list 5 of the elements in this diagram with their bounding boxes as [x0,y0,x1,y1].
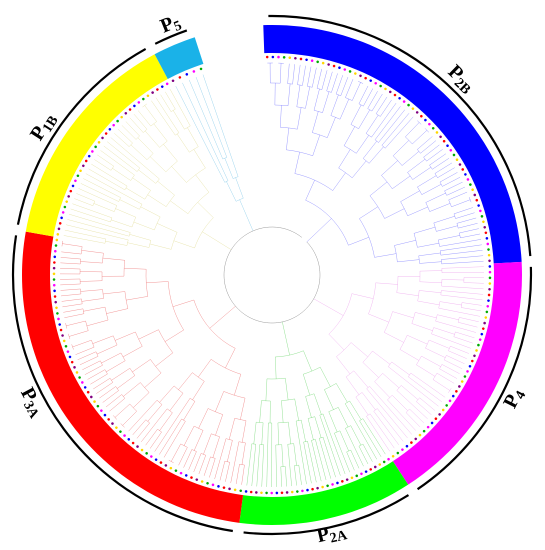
clade-label: P$_{4}$ [502,390,526,410]
clade-label: P$_{3A}$ [20,386,38,420]
clade-label: P$_{1B}$ [29,116,57,142]
clade-label: P$_{5}$ [158,18,182,33]
clade-label: P$_{2B}$ [447,64,470,94]
